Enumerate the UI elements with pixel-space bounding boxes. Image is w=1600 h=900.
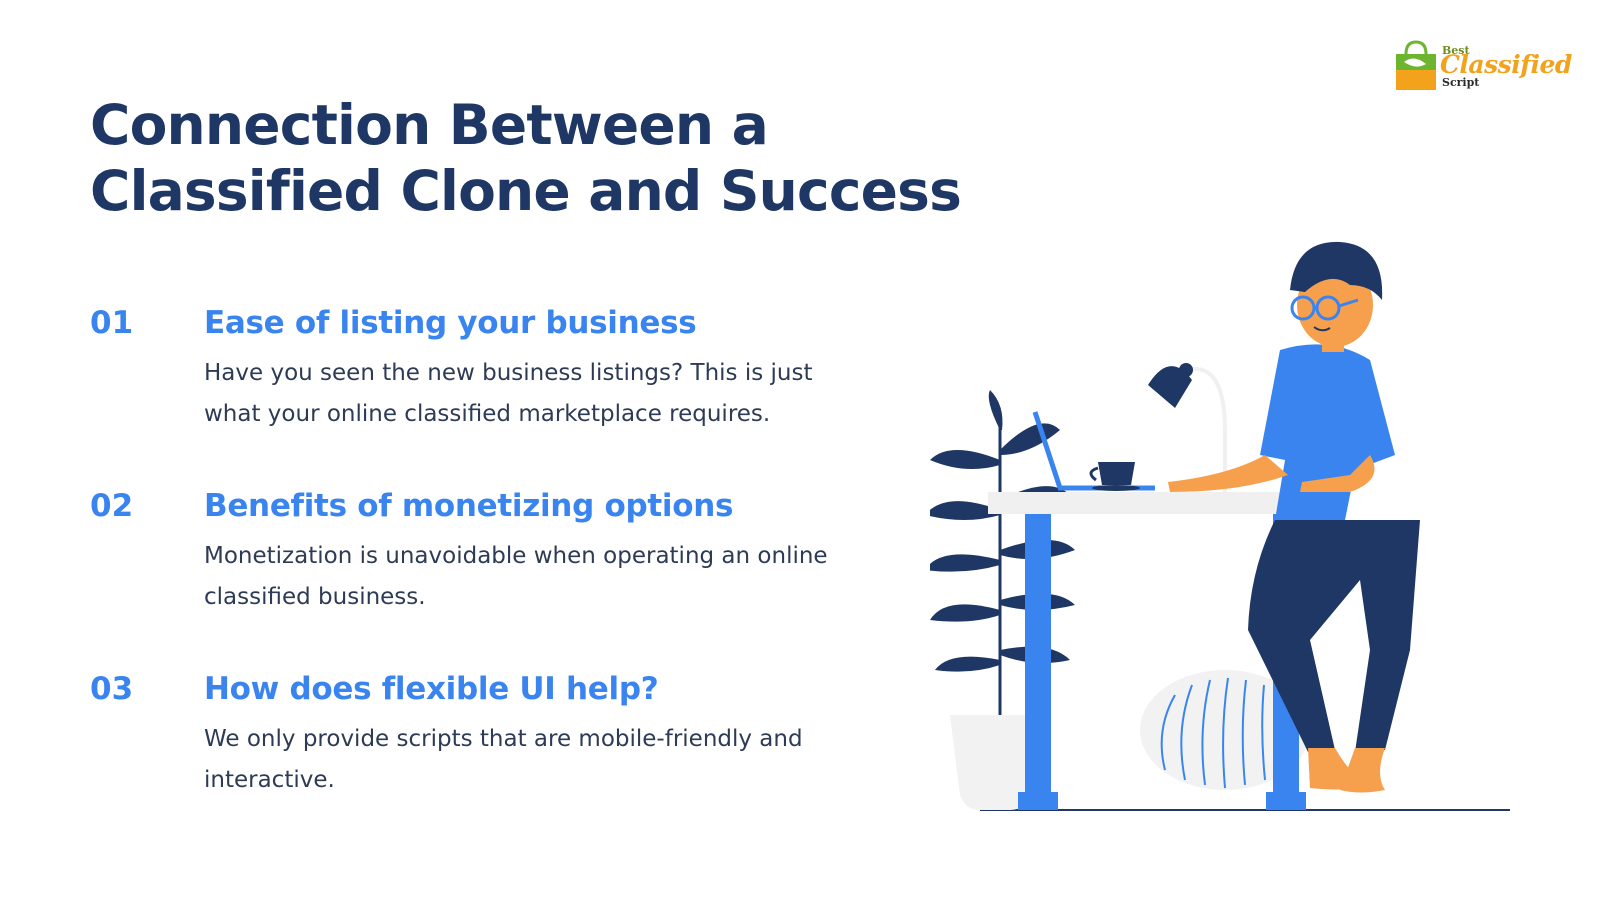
item-number: 03 <box>90 671 134 707</box>
logo-text-script: Script <box>1442 76 1480 89</box>
item-description-line: interactive. <box>204 767 335 793</box>
logo-text-classified: Classified <box>1440 50 1572 79</box>
desk-lamp-icon <box>1148 363 1227 495</box>
person-icon <box>1168 241 1420 793</box>
item-heading: How does flexible UI help? <box>204 671 659 707</box>
page-title: Connection Between a Classified Clone an… <box>90 92 962 224</box>
item-description: We only provide scripts that are mobile-… <box>204 719 884 801</box>
item-heading: Ease of listing your business <box>204 305 697 341</box>
logo-text-best: Best <box>1442 44 1470 57</box>
item-description-line: Monetization is unavoidable when operati… <box>204 543 828 569</box>
coffee-cup-icon <box>1089 462 1140 491</box>
item-number: 02 <box>90 488 134 524</box>
shopping-bag-icon <box>1396 40 1436 90</box>
item-description: Monetization is unavoidable when operati… <box>204 536 884 618</box>
item-description-line: Have you seen the new business listings?… <box>204 360 813 386</box>
plant-icon <box>930 390 1075 810</box>
item-description: Have you seen the new business listings?… <box>204 353 884 435</box>
brand-logo: Best Classified Script <box>1392 40 1572 94</box>
title-line-2: Classified Clone and Success <box>90 159 962 223</box>
item-description-line: classified business. <box>204 584 426 610</box>
item-number: 01 <box>90 305 134 341</box>
item-description-line: We only provide scripts that are mobile-… <box>204 726 803 752</box>
item-description-line: what your online classified marketplace … <box>204 401 771 427</box>
title-line-1: Connection Between a <box>90 93 769 157</box>
person-at-desk-illustration <box>930 241 1510 811</box>
item-heading: Benefits of monetizing options <box>204 488 734 524</box>
laptop-icon <box>1032 411 1155 491</box>
